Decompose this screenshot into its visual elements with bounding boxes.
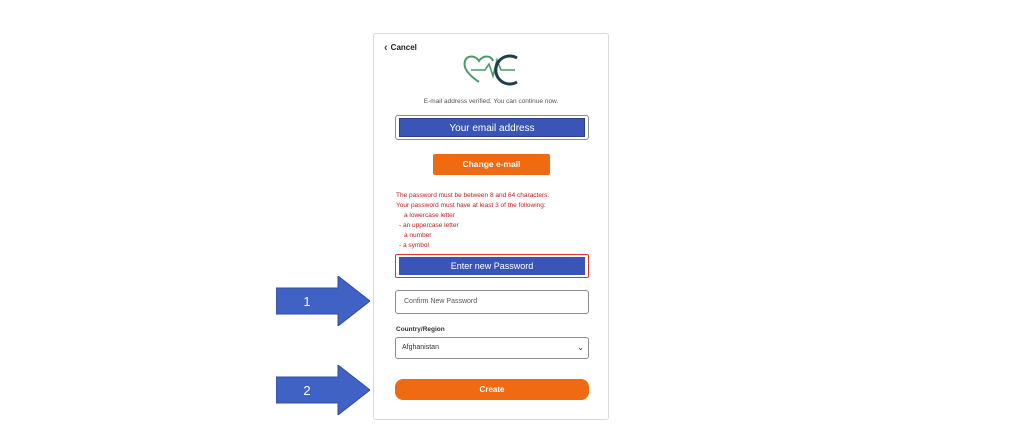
password-rule-item: a number xyxy=(404,232,432,239)
verification-status: E-mail address verified. You can continu… xyxy=(423,98,559,105)
password-rule-item: a lowercase letter xyxy=(404,212,455,219)
new-password-field[interactable]: Enter new Password xyxy=(395,254,589,278)
country-selected-value: Afghanistan xyxy=(402,344,439,351)
create-button[interactable]: Create xyxy=(395,379,589,400)
annotation-arrow-1: 1 xyxy=(276,276,370,326)
signup-panel: ‹ Cancel E-mail address verified. You ca… xyxy=(373,33,609,420)
chevron-left-icon: ‹ xyxy=(384,41,388,54)
email-value: Your email address xyxy=(399,118,585,137)
chevron-down-icon: ⌄ xyxy=(577,343,584,352)
annotation-arrow-2: 2 xyxy=(276,365,370,415)
password-rule-intro: Your password must have at least 3 of th… xyxy=(396,202,546,209)
email-field[interactable]: Your email address xyxy=(395,115,589,140)
new-password-value: Enter new Password xyxy=(399,257,585,275)
password-rule-item: - a symbol xyxy=(399,242,429,249)
confirm-password-field[interactable]: Confirm New Password xyxy=(395,290,589,314)
password-rule-length: The password must be between 8 and 64 ch… xyxy=(396,192,550,199)
cancel-link[interactable]: ‹ Cancel xyxy=(384,41,417,54)
password-requirements: The password must be between 8 and 64 ch… xyxy=(396,191,596,251)
country-label: Country/Region xyxy=(396,326,445,333)
country-select[interactable]: Afghanistan ⌄ xyxy=(395,337,589,359)
cancel-label: Cancel xyxy=(390,43,417,52)
change-email-button[interactable]: Change e-mail xyxy=(433,154,550,175)
password-rule-item: - an uppercase letter xyxy=(399,222,459,229)
annotation-number-1: 1 xyxy=(303,293,311,309)
annotation-number-2: 2 xyxy=(303,382,311,398)
brand-logo xyxy=(459,50,527,90)
